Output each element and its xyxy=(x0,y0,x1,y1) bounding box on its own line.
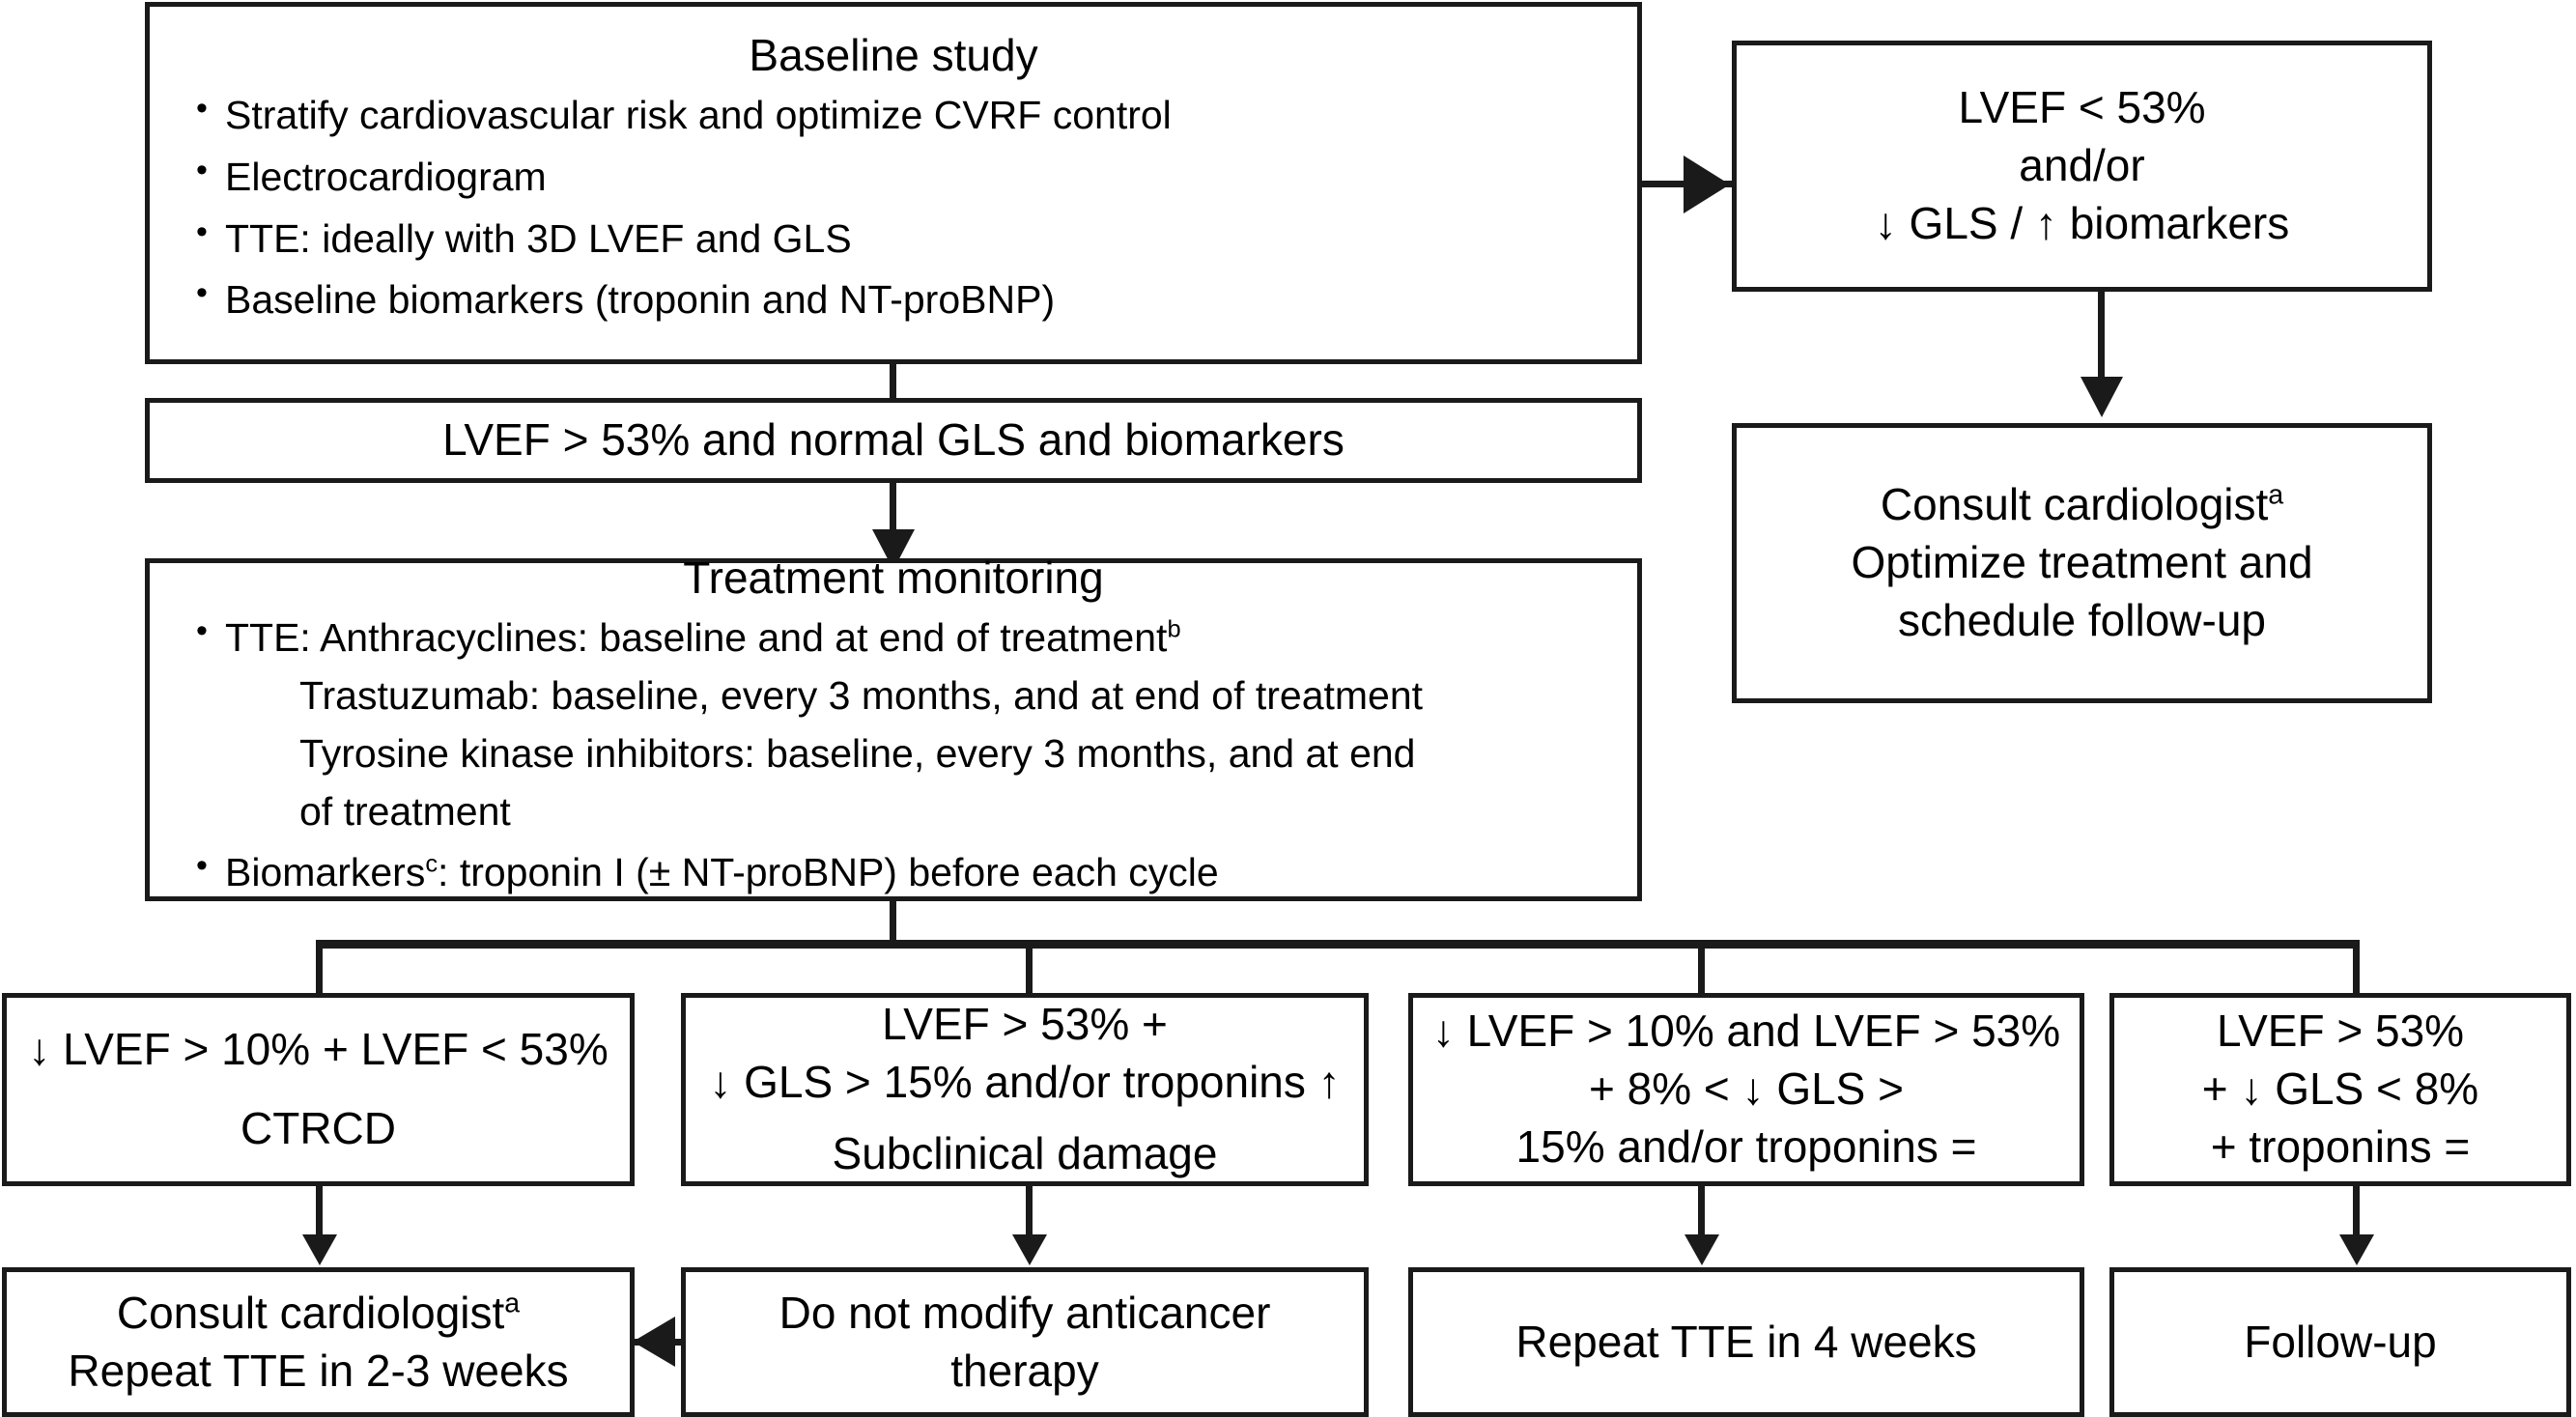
consult-top-line-3: schedule follow-up xyxy=(1897,594,2266,645)
arrow-head-abnormal-to-consult xyxy=(2081,377,2123,417)
connector-baseline-to-normal xyxy=(890,362,896,401)
tm-bullet2-prefix: Biomarkers xyxy=(225,850,426,895)
consult-top-line-2: Optimize treatment and xyxy=(1851,537,2313,588)
node-baseline-study[interactable]: Baseline study Stratify cardiovascular r… xyxy=(145,2,1642,364)
abnormal-result-line-3: ↓ GLS / ↑ biomarkers xyxy=(1874,197,2290,248)
connector-outcome4-to-action4 xyxy=(2353,1186,2360,1242)
branch-drop-1 xyxy=(316,940,323,1001)
arrow-head-outcome1 xyxy=(302,1234,337,1265)
node-outcome-subclinical[interactable]: LVEF > 53% + ↓ GLS > 15% and/or troponin… xyxy=(681,993,1369,1186)
action1-line-1-text: Consult cardiologist xyxy=(116,1287,505,1338)
action4-line-1: Follow-up xyxy=(2244,1316,2437,1367)
abnormal-result-line-2: and/or xyxy=(2019,140,2145,191)
arrow-head-outcome3 xyxy=(1684,1234,1719,1265)
node-normal-result[interactable]: LVEF > 53% and normal GLS and biomarkers xyxy=(145,398,1642,483)
connector-abnormal-to-consult xyxy=(2098,292,2105,388)
action1-line-2: Repeat TTE in 2-3 weeks xyxy=(68,1345,569,1396)
node-consult-cardiologist-top[interactable]: Consult cardiologista Optimize treatment… xyxy=(1732,423,2432,703)
action2-line-1: Do not modify anticancer xyxy=(778,1287,1271,1338)
arrow-head-outcome4 xyxy=(2339,1234,2374,1265)
connector-normal-to-monitoring xyxy=(890,483,896,549)
node-treatment-monitoring[interactable]: Treatment monitoring TTE: Anthracyclines… xyxy=(145,553,1642,901)
normal-result-text: LVEF > 53% and normal GLS and biomarkers xyxy=(442,414,1345,466)
abnormal-result-line-1: LVEF < 53% xyxy=(1958,82,2206,133)
outcome-subclinical-label: Subclinical damage xyxy=(832,1127,1218,1178)
outcome-subclinical-line-2: ↓ GLS > 15% and/or troponins ↑ xyxy=(709,1057,1341,1108)
list-item: TTE: ideally with 3D LVEF and GLS xyxy=(196,209,1624,269)
outcome-normal-line-3: + troponins = xyxy=(2210,1120,2471,1172)
consult-top-line-1: Consult cardiologista xyxy=(1737,476,2427,534)
consult-top-line-1-text: Consult cardiologist xyxy=(1880,479,2269,530)
tm-bullet1-sub-1: Trastuzumab: baseline, every 3 months, a… xyxy=(299,672,1424,718)
branch-drop-3 xyxy=(1698,940,1705,1001)
footnote-marker-a: a xyxy=(504,1288,521,1319)
node-outcome-borderline[interactable]: ↓ LVEF > 10% and LVEF > 53% + 8% < ↓ GLS… xyxy=(1408,993,2084,1186)
outcome-borderline-line-3: 15% and/or troponins = xyxy=(1515,1120,1977,1172)
node-abnormal-result[interactable]: LVEF < 53% and/or ↓ GLS / ↑ biomarkers xyxy=(1732,41,2432,292)
treatment-monitoring-title: Treatment monitoring xyxy=(683,552,1104,603)
list-item: Biomarkersc: troponin I (± NT-proBNP) be… xyxy=(196,842,1624,902)
connector-outcome2-to-action2 xyxy=(1026,1186,1033,1242)
node-action-follow-up[interactable]: Follow-up xyxy=(2109,1267,2571,1417)
tm-bullet2-suffix: : troponin I (± NT-proBNP) before each c… xyxy=(438,850,1219,895)
list-item: TTE: Anthracyclines: baseline and at end… xyxy=(196,608,1624,840)
action2-line-2: therapy xyxy=(950,1345,1099,1396)
footnote-marker-b: b xyxy=(1167,615,1181,643)
connector-outcome1-to-action1 xyxy=(316,1186,323,1242)
outcome-normal-line-1: LVEF > 53% xyxy=(2216,1006,2465,1057)
node-outcome-ctrcd[interactable]: ↓ LVEF > 10% + LVEF < 53% CTRCD xyxy=(2,993,635,1186)
list-item: Electrocardiogram xyxy=(196,147,1624,207)
tm-bullet1-sub-2: Tyrosine kinase inhibitors: baseline, ev… xyxy=(299,730,1416,776)
arrow-head-outcome2 xyxy=(1012,1234,1047,1265)
arrow-head-baseline-to-abnormal xyxy=(1684,156,1730,213)
node-action-do-not-modify[interactable]: Do not modify anticancer therapy xyxy=(681,1267,1369,1417)
baseline-study-title: Baseline study xyxy=(749,29,1038,80)
node-action-repeat-tte-4[interactable]: Repeat TTE in 4 weeks xyxy=(1408,1267,2084,1417)
branch-drop-4 xyxy=(2353,940,2360,1001)
node-action-consult-repeat[interactable]: Consult cardiologista Repeat TTE in 2-3 … xyxy=(2,1267,635,1417)
branch-drop-2 xyxy=(1026,940,1033,1001)
outcome-ctrcd-line-1: ↓ LVEF > 10% + LVEF < 53% xyxy=(28,1024,609,1075)
footnote-marker-a: a xyxy=(2268,479,2284,511)
node-outcome-normal[interactable]: LVEF > 53% + ↓ GLS < 8% + troponins = xyxy=(2109,993,2571,1186)
tm-bullet1-sub-3: of treatment xyxy=(299,788,511,834)
outcome-normal-line-2: + ↓ GLS < 8% xyxy=(2201,1063,2479,1115)
outcome-ctrcd-label: CTRCD xyxy=(241,1103,396,1153)
list-item: Baseline biomarkers (troponin and NT-pro… xyxy=(196,269,1624,329)
branch-bus xyxy=(316,940,2359,949)
action1-line-1: Consult cardiologista xyxy=(7,1285,630,1343)
outcome-subclinical-line-1: LVEF > 53% + xyxy=(882,999,1168,1050)
outcome-borderline-line-2: + 8% < ↓ GLS > xyxy=(1588,1063,1905,1115)
footnote-marker-c: c xyxy=(425,850,439,878)
baseline-study-bullet-list: Stratify cardiovascular risk and optimiz… xyxy=(163,85,1624,333)
arrow-head-action2-to-action1 xyxy=(633,1317,675,1367)
tm-bullet1-text: TTE: Anthracyclines: baseline and at end… xyxy=(225,614,1168,660)
list-item: Stratify cardiovascular risk and optimiz… xyxy=(196,85,1624,145)
connector-monitoring-to-bus xyxy=(890,901,896,943)
action3-line-1: Repeat TTE in 4 weeks xyxy=(1515,1316,1977,1367)
outcome-borderline-line-1: ↓ LVEF > 10% and LVEF > 53% xyxy=(1431,1006,2061,1057)
treatment-monitoring-bullet-list: TTE: Anthracyclines: baseline and at end… xyxy=(163,608,1624,906)
connector-outcome3-to-action3 xyxy=(1698,1186,1705,1242)
